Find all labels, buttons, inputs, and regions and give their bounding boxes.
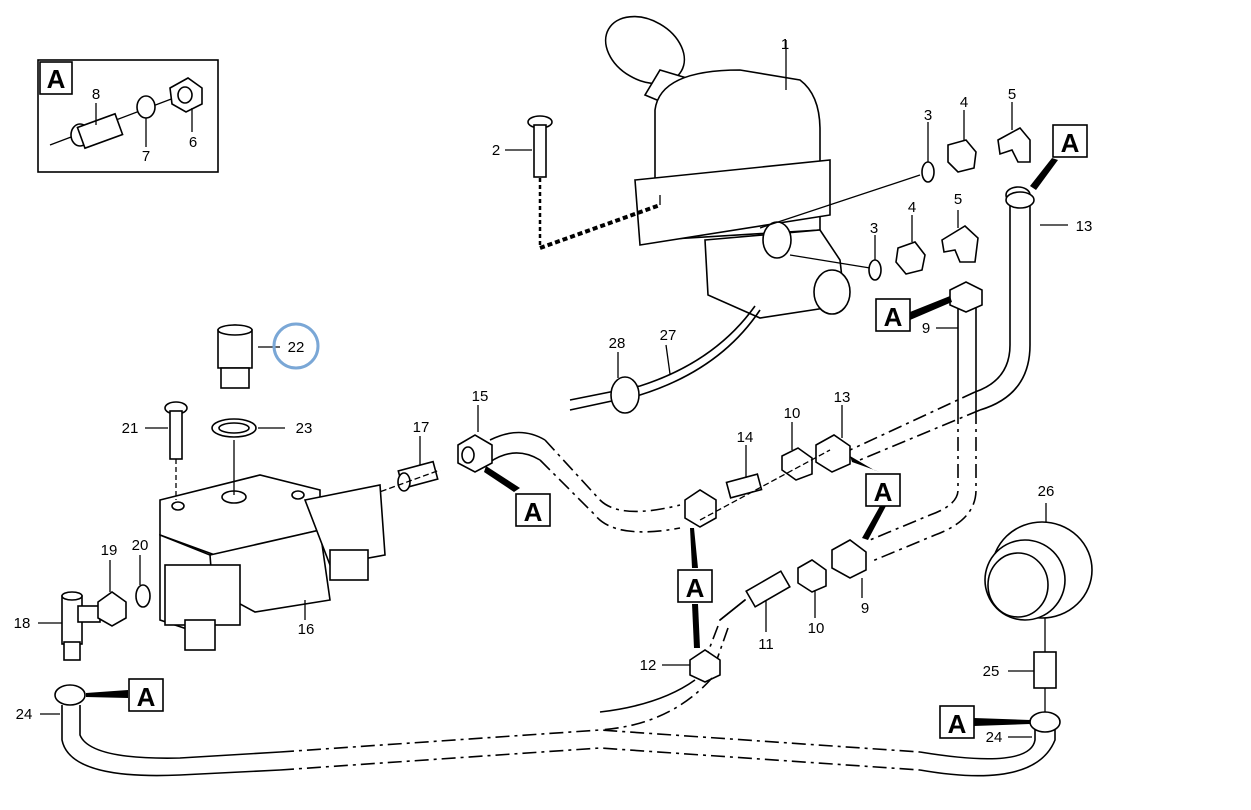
pipe-part-13 bbox=[849, 191, 1068, 463]
label-part-21: 21 bbox=[122, 420, 139, 437]
label-part-7: 7 bbox=[142, 148, 150, 165]
valve-block-part-16 bbox=[159, 440, 386, 651]
ref-a-letter: A bbox=[1061, 128, 1080, 158]
part-labels: 1 2 3 3 4 4 5 5 6 7 8 9 9 10 10 11 12 13… bbox=[14, 36, 1093, 746]
label-part-24b: 24 bbox=[986, 729, 1003, 746]
ref-a-nut13: A bbox=[850, 456, 901, 540]
label-part-26: 26 bbox=[1038, 483, 1055, 500]
pipe-part-15 bbox=[457, 405, 681, 533]
ref-a-letter: A bbox=[874, 477, 893, 507]
label-part-10a: 10 bbox=[784, 405, 801, 422]
bolt-part-2 bbox=[505, 115, 553, 248]
label-part-28: 28 bbox=[609, 335, 626, 352]
label-part-5a: 5 bbox=[1008, 86, 1016, 103]
highlight-circle bbox=[272, 322, 320, 370]
cable-part-27 bbox=[569, 305, 761, 414]
label-part-22: 22 bbox=[288, 339, 305, 356]
label-part-8: 8 bbox=[92, 86, 100, 103]
ref-a-letter: A bbox=[884, 302, 903, 332]
label-part-4b: 4 bbox=[908, 199, 916, 216]
hose-part-11 bbox=[704, 539, 867, 666]
label-part-18: 18 bbox=[14, 615, 31, 632]
label-part-19: 19 bbox=[101, 542, 118, 559]
label-part-9b: 9 bbox=[861, 600, 869, 617]
label-part-13a: 13 bbox=[1076, 218, 1093, 235]
label-part-23: 23 bbox=[296, 420, 313, 437]
label-part-1: 1 bbox=[781, 36, 789, 53]
label-part-5b: 5 bbox=[954, 191, 962, 208]
label-part-14: 14 bbox=[737, 429, 754, 446]
ref-a-letter: A bbox=[686, 573, 705, 603]
ref-a-letter: A bbox=[948, 709, 967, 739]
pipe-part-24 bbox=[40, 684, 1061, 777]
detail-inset-a: A bbox=[37, 59, 219, 173]
label-part-24a: 24 bbox=[16, 706, 33, 723]
label-part-20: 20 bbox=[132, 537, 149, 554]
brake-chamber-part-26 bbox=[984, 503, 1093, 652]
label-part-15: 15 bbox=[472, 388, 489, 405]
label-part-4a: 4 bbox=[960, 94, 968, 111]
pressure-sensor-part-22 bbox=[217, 324, 280, 389]
label-part-10b: 10 bbox=[808, 620, 825, 637]
label-part-25: 25 bbox=[983, 663, 1000, 680]
ref-a-fitting12: A bbox=[677, 528, 713, 648]
ref-a-pipe24-left: A bbox=[86, 678, 164, 712]
label-part-17: 17 bbox=[413, 419, 430, 436]
fitting-part-12 bbox=[599, 649, 721, 731]
fitting-part-25 bbox=[1008, 651, 1057, 712]
ref-a-pipe24-right: A bbox=[939, 705, 1030, 739]
upper-fittings bbox=[921, 102, 1031, 204]
ref-a-pipe9: A bbox=[875, 296, 952, 332]
tee-fitting-part-18 bbox=[38, 591, 101, 661]
label-part-16: 16 bbox=[298, 621, 315, 638]
label-part-11: 11 bbox=[758, 636, 774, 653]
label-part-13b: 13 bbox=[834, 389, 851, 406]
label-part-27: 27 bbox=[660, 327, 677, 344]
label-part-9a: 9 bbox=[922, 320, 930, 337]
ref-a-pipe15: A bbox=[484, 466, 551, 527]
lower-fittings bbox=[868, 210, 979, 281]
ref-a-letter: A bbox=[524, 497, 543, 527]
label-part-6: 6 bbox=[189, 134, 197, 151]
label-part-2: 2 bbox=[492, 142, 500, 159]
inset-ref-a: A bbox=[47, 64, 66, 94]
label-part-3a: 3 bbox=[924, 107, 932, 124]
ref-a-pipe13: A bbox=[1030, 124, 1088, 190]
nut-part-19 bbox=[97, 560, 127, 627]
label-part-3b: 3 bbox=[870, 220, 878, 237]
label-part-12: 12 bbox=[640, 657, 657, 674]
oring-part-20 bbox=[135, 555, 151, 608]
handbrake-valve-part-1 bbox=[539, 15, 921, 319]
middle-fittings bbox=[684, 405, 851, 528]
bolt-part-21 bbox=[145, 401, 188, 500]
ref-a-letter: A bbox=[137, 682, 156, 712]
seal-part-23 bbox=[211, 418, 285, 438]
pipe-part-9 bbox=[869, 281, 983, 563]
